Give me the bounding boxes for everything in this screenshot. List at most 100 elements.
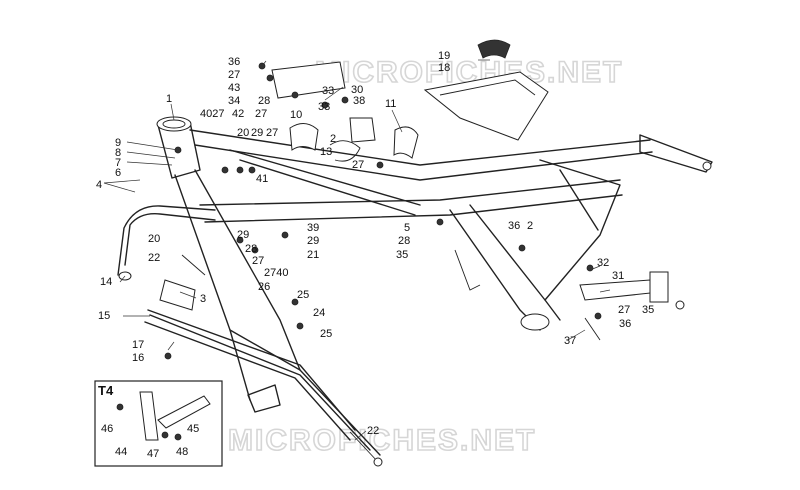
top-tube-upper [189,129,651,166]
bracket-31-tab [649,271,669,303]
nut [221,166,229,174]
nut [594,312,602,320]
t4-callout-44: 44 [115,446,127,458]
callout-27-mid: 27 [255,108,267,120]
callout-28-b: 28 [245,243,257,255]
callout-11: 11 [385,98,396,110]
callout-27-r: 27 [352,159,364,171]
t4-washer-47 [161,431,169,439]
guard-bar [124,213,216,266]
t4-bolt-46 [116,403,124,411]
swingarm-right [469,204,561,321]
hardware-dots [164,62,602,360]
nut [518,244,526,252]
callout-4: 4 [96,179,102,191]
watermark-bottom: MICROFICHES.NET [228,424,536,457]
callout-13: 13 [320,146,332,158]
nut [236,166,244,174]
washer [266,74,274,82]
pin-37 [584,317,601,341]
lower-bar-pin-end [373,457,383,467]
t4-callout-46: 46 [101,423,113,435]
callout-21: 21 [307,249,319,261]
top-tube-lower [194,144,653,181]
callout-36-rr: 36 [619,318,631,330]
callout-25-b: 25 [320,328,332,340]
t4-inset-box [94,380,223,467]
callout-2-r: 2 [527,220,533,232]
leader-lines [103,59,611,441]
rubber-block-38 [349,117,376,143]
callout-29: 29 [251,127,263,139]
callout-1: 1 [166,93,172,105]
callout-22-a: 22 [148,252,160,264]
lower-bar [147,309,356,431]
callout-15: 15 [98,310,110,322]
callout-6: 6 [115,167,121,179]
nut [586,264,594,272]
callout-34: 34 [228,95,240,107]
callout-32: 32 [597,257,609,269]
tail-bolt [702,161,712,171]
nut [281,231,289,239]
callout-28-top: 28 [258,95,270,107]
callout-30: 30 [351,84,363,96]
callout-3: 3 [200,293,206,305]
swingarm-pivot [520,313,550,331]
callout-27-40: 2740 [264,267,288,279]
rubber-block-11 [393,126,419,159]
cradle-lower [149,314,371,451]
callout-5: 5 [404,222,410,234]
t4-callout-47: 47 [147,448,159,460]
swingarm-bracket [454,249,481,291]
nut [436,218,444,226]
callout-25-a: 25 [297,289,309,301]
t4-inset: T4 46 44 47 48 45 [94,380,223,467]
bolt [164,352,172,360]
callout-4027: 4027 [200,108,224,120]
clip-12 [329,140,361,162]
callout-37: 37 [564,335,576,347]
battery-tray [423,71,549,141]
rear-subframe-tail [639,134,713,173]
down-tube-right [194,169,301,371]
t4-callout-48: 48 [176,446,188,458]
t4-callout-45: 45 [187,423,199,435]
nut [236,236,244,244]
callout-27-rr: 27 [618,304,630,316]
callout-9: 9 [115,137,121,149]
nut [251,246,259,254]
nut [321,101,329,109]
callout-27-b: 27 [252,255,264,267]
callout-labels: 1 9 8 7 6 4 36 27 43 34 28 27 33 33 30 3… [96,50,654,437]
callout-33-top: 33 [322,85,334,97]
t4-strap-44 [139,391,159,441]
t4-title: T4 [98,383,114,398]
cradle-rail [229,329,381,456]
nut [291,91,299,99]
callout-22-b: 22 [367,425,379,437]
callout-26: 26 [258,281,270,293]
callout-7: 7 [115,157,121,169]
guard-bar-outer [117,205,216,276]
nut [376,161,384,169]
diagonal-brace-lower [239,159,416,216]
nut [248,166,256,174]
callout-24: 24 [313,307,325,319]
callout-19: 19 [438,50,450,62]
callout-29-a: 29 [237,229,249,241]
steering-head-top [156,116,192,132]
rubber-block-10 [289,123,319,151]
nut [291,298,299,306]
callout-41: 41 [256,173,268,185]
bracket-43 [271,61,346,99]
lower-bar-outer [144,321,351,441]
cradle-bracket [247,384,281,413]
rear-strut [559,169,599,231]
callout-27-top: 27 [228,69,240,81]
callout-36-top: 36 [228,56,240,68]
lower-rail-lower [204,194,623,223]
callout-33-b: 33 [318,101,330,113]
callout-29-b: 29 [307,235,319,247]
nut [341,96,349,104]
